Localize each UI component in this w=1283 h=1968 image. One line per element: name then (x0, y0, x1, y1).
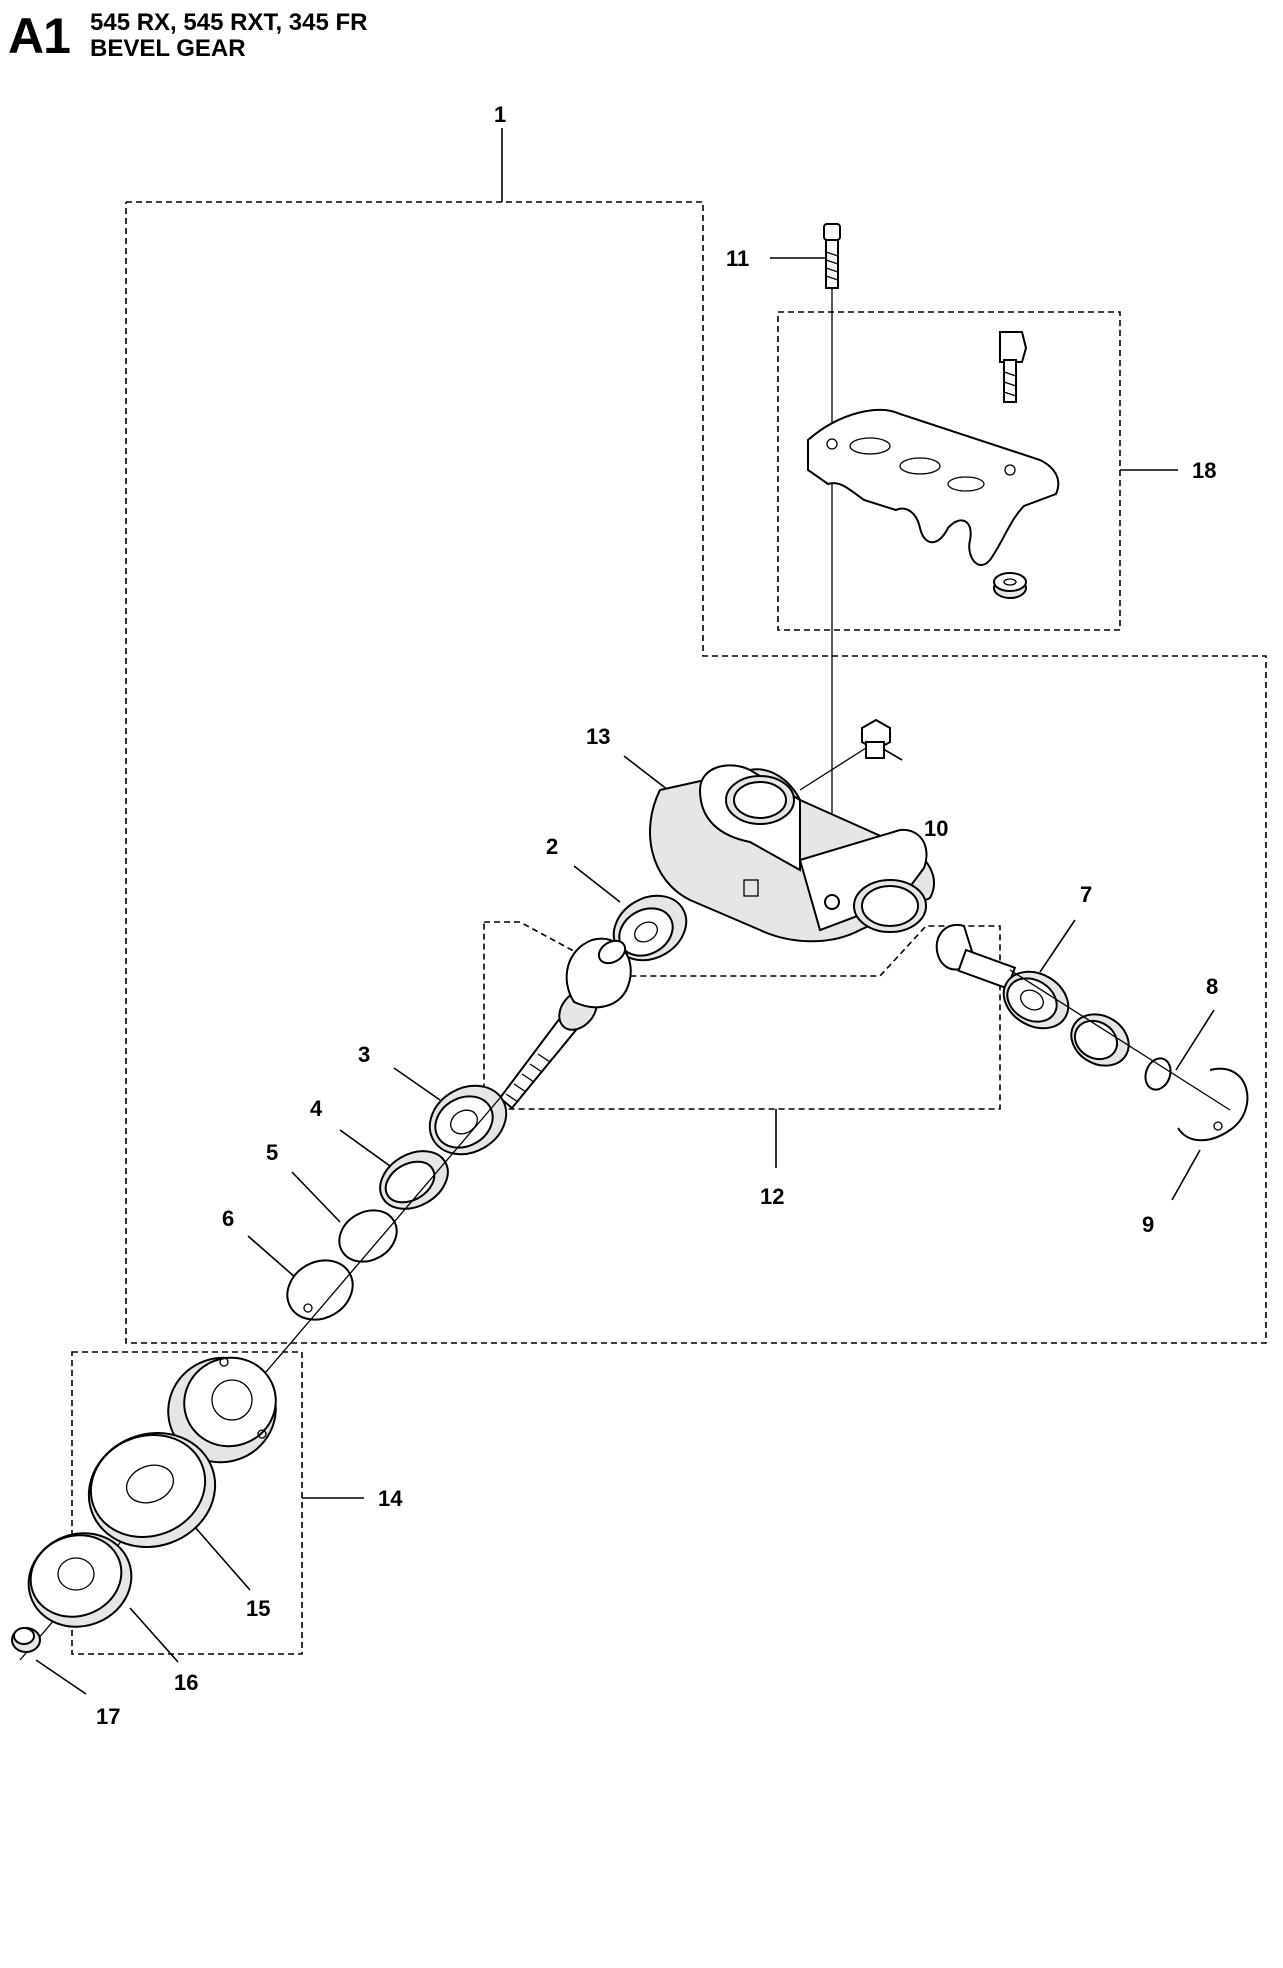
part-9-retaining-ring (1177, 1067, 1249, 1142)
part-14-support-flange (167, 1356, 277, 1464)
callout-5: 5 (266, 1140, 278, 1165)
callout-10: 10 (924, 816, 948, 841)
leader-lines (35, 128, 1215, 1695)
callout-18: 18 (1192, 458, 1216, 483)
part-12-gear-set (498, 923, 1017, 1110)
part-10-plug-screw (799, 718, 891, 791)
shaft-axis-right (1009, 969, 1231, 1111)
part-3-bearing (428, 1084, 508, 1156)
part-15-dish-plate (87, 1432, 217, 1548)
callout-8: 8 (1206, 974, 1218, 999)
callout-2: 2 (546, 834, 558, 859)
part-18-guard-kit (807, 331, 1060, 599)
callout-3: 3 (358, 1042, 370, 1067)
part-16-support-cup (27, 1532, 133, 1628)
part-13-gear-housing (649, 764, 935, 943)
part-7b-bearing (1070, 1013, 1130, 1067)
part-17-nut (11, 1627, 41, 1653)
part-6-circlip (286, 1259, 354, 1321)
part-11-screw (823, 223, 841, 289)
callout-13: 13 (586, 724, 610, 749)
group-12-boundary (483, 921, 1001, 1110)
callout-16: 16 (174, 1670, 198, 1695)
callout-labels: 1 11 18 13 10 2 7 8 3 4 5 12 6 9 14 15 1… (96, 102, 1218, 1729)
section-code: A1 (8, 8, 71, 64)
group-18-boundary (777, 311, 1121, 631)
callout-4: 4 (310, 1096, 323, 1121)
callout-11: 11 (726, 246, 749, 271)
assembly-title: BEVEL GEAR (90, 35, 246, 62)
part-8-circlip (1144, 1057, 1172, 1091)
part-7-bearing (1002, 970, 1070, 1030)
model-list: 545 RX, 545 RXT, 345 FR (90, 9, 368, 36)
callout-14: 14 (378, 1486, 403, 1511)
part-5-washer (338, 1209, 398, 1263)
callout-17: 17 (96, 1704, 120, 1729)
part-2-bearing (612, 894, 688, 962)
group-1-boundary (125, 201, 1267, 1344)
callout-6: 6 (222, 1206, 234, 1231)
callout-7: 7 (1080, 882, 1092, 907)
group-14-boundary (71, 1351, 303, 1655)
callout-9: 9 (1142, 1212, 1154, 1237)
callout-1: 1 (494, 102, 506, 127)
callout-15: 15 (246, 1596, 270, 1621)
callout-12: 12 (760, 1184, 784, 1209)
